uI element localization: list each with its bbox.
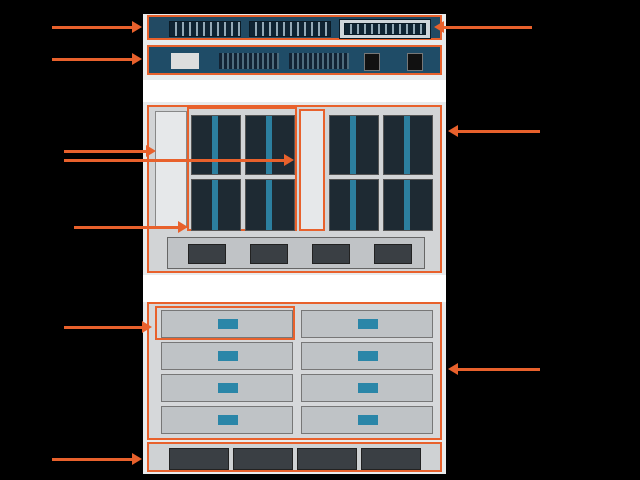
arrowhead-server-chassis — [448, 125, 458, 137]
arrowhead-fabric-interconnect — [132, 21, 142, 33]
port-group-2 — [249, 21, 331, 37]
server-chassis-top[interactable] — [147, 105, 442, 273]
arrow-blade — [64, 326, 142, 329]
vent-grille-2 — [289, 53, 349, 69]
power-plug-1 — [364, 53, 380, 71]
arrowhead-expansion-module — [434, 21, 444, 33]
arrow-fan-bay — [74, 226, 178, 229]
power-supply-3 — [312, 244, 350, 264]
fan-module-8 — [383, 179, 433, 231]
power-supply-2 — [250, 244, 288, 264]
shelf-module-4 — [361, 448, 421, 470]
arrowhead-io-card-center — [284, 154, 294, 166]
arrowhead-io-module — [132, 53, 142, 65]
arrow-drive-shelf — [52, 458, 132, 461]
arrow-io-card-left — [64, 150, 146, 153]
io-module[interactable] — [147, 45, 442, 75]
rack-gap-middle — [143, 275, 446, 302]
arrowhead-blade — [142, 321, 152, 333]
blade-chassis-bottom[interactable] — [147, 302, 442, 440]
shelf-module-2 — [233, 448, 293, 470]
power-supply-bay — [167, 237, 425, 269]
fan-module-6 — [383, 115, 433, 175]
expansion-module — [339, 19, 431, 39]
io-card-left — [155, 111, 187, 228]
blade-7 — [161, 406, 293, 434]
arrowhead-io-card-left — [146, 145, 156, 157]
blade-2 — [301, 310, 433, 338]
fan-module-7 — [329, 179, 379, 231]
shelf-module-1 — [169, 448, 229, 470]
blade-6 — [301, 374, 433, 402]
arrowhead-fan-bay — [178, 221, 188, 233]
arrow-blade-chassis — [458, 368, 540, 371]
expansion-ports — [344, 23, 426, 35]
vent-grille — [219, 53, 279, 69]
management-ports — [171, 53, 199, 69]
arrowhead-blade-chassis — [448, 363, 458, 375]
drive-shelf[interactable] — [147, 442, 442, 472]
rack-gap-top — [143, 80, 446, 102]
power-supply-1 — [188, 244, 226, 264]
blade-5 — [161, 374, 293, 402]
port-group-1 — [169, 21, 241, 37]
power-supply-4 — [374, 244, 412, 264]
fan-module-4 — [245, 179, 295, 231]
arrow-fabric-interconnect — [52, 26, 132, 29]
fan-module-3 — [191, 179, 241, 231]
arrow-expansion-module — [444, 26, 532, 29]
arrow-io-module — [52, 58, 132, 61]
blade-1 — [161, 310, 293, 338]
blade-4 — [301, 342, 433, 370]
blade-3 — [161, 342, 293, 370]
arrow-io-card-center — [64, 159, 284, 162]
blade-8 — [301, 406, 433, 434]
fan-module-5 — [329, 115, 379, 175]
fabric-interconnect[interactable] — [147, 15, 442, 40]
io-card-center — [299, 109, 325, 231]
shelf-module-3 — [297, 448, 357, 470]
arrowhead-drive-shelf — [132, 453, 142, 465]
arrow-server-chassis — [458, 130, 540, 133]
power-plug-2 — [407, 53, 423, 71]
